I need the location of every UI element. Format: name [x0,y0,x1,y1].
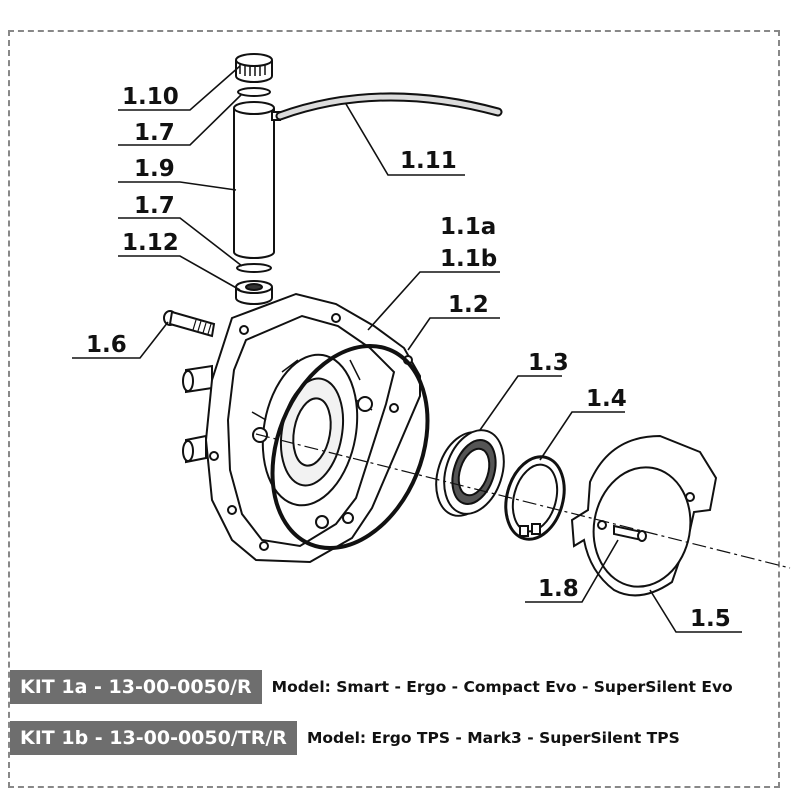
kit-row-1b: KIT 1b - 13-00-0050/TR/R Model: Ergo TPS… [10,721,680,755]
callout-1-4: 1.4 [586,386,627,412]
retaining-ring [504,455,566,541]
kit-row-1a: KIT 1a - 13-00-0050/R Model: Smart - Erg… [10,670,733,704]
callout-1-7-upper: 1.7 [134,120,175,146]
pin-part [613,524,647,542]
o-ring-lower [236,263,272,273]
pump-housing [182,292,421,564]
callout-1-5: 1.5 [690,606,731,632]
callout-1-11: 1.11 [400,148,457,174]
callout-1-8: 1.8 [538,576,579,602]
bolt-part [163,310,216,338]
callout-1-9: 1.9 [134,156,175,182]
kit-models-text: Model: Smart - Ergo - Compact Evo - Supe… [271,678,733,696]
bearing-part [435,429,505,517]
kit-code-label: KIT 1a - 13-00-0050/R [10,670,262,704]
leader-lines [72,65,742,633]
callout-1-12: 1.12 [122,230,179,256]
callout-1-10: 1.10 [122,84,179,110]
callout-1-6: 1.6 [86,332,127,358]
cap-part [235,53,273,83]
fitting-part [235,280,273,305]
cover-plate [570,434,718,597]
callout-1-7-lower: 1.7 [134,193,175,219]
kit-code-label: KIT 1b - 13-00-0050/TR/R [10,721,297,755]
callout-1-3: 1.3 [528,350,569,376]
hose-part [275,92,503,121]
axis-line [255,433,791,569]
tube-part [233,101,281,259]
kit-models-text: Model: Ergo TPS - Mark3 - SuperSilent TP… [306,729,680,747]
callout-1-1a: 1.1a [440,214,496,240]
large-o-ring [270,343,430,551]
o-ring-upper [237,87,271,97]
callout-1-2: 1.2 [448,292,489,318]
callout-1-1b: 1.1b [440,246,497,272]
dashed-frame [8,30,780,788]
